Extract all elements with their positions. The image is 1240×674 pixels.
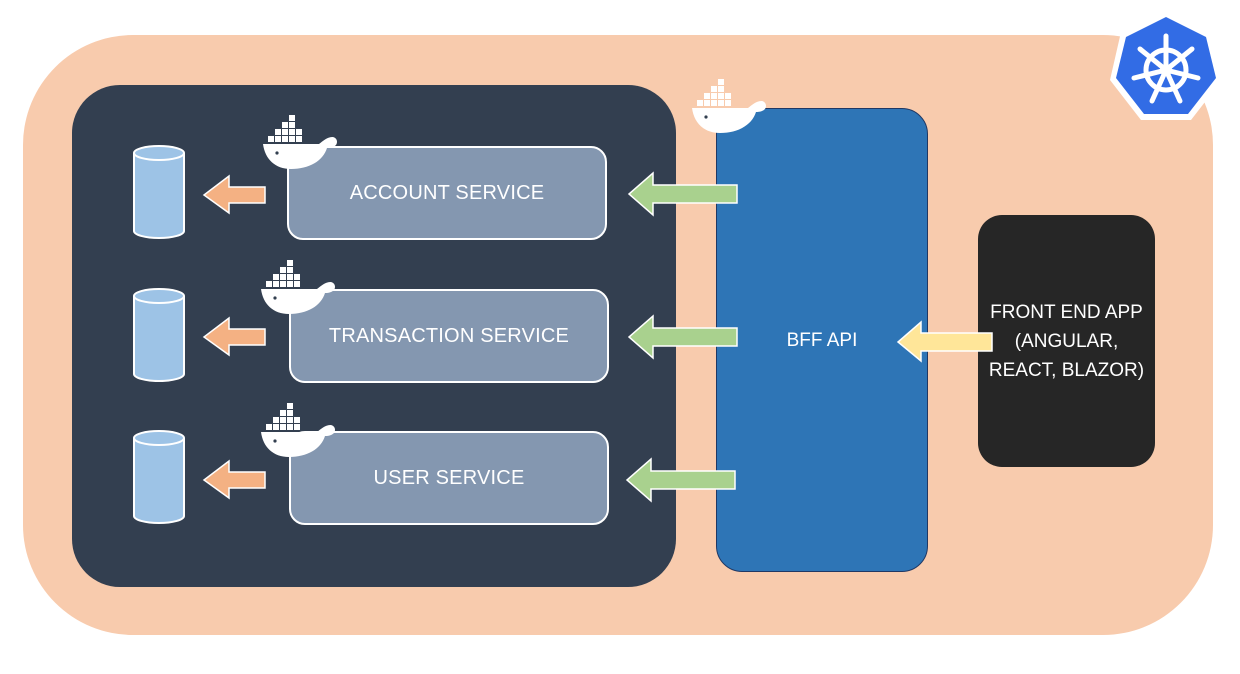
docker-whale-icon	[263, 115, 337, 169]
user-service-label: USER SERVICE	[373, 466, 525, 489]
kubernetes-helm-icon	[1110, 10, 1222, 120]
frontend-to-bff-arrow	[896, 320, 993, 363]
transaction-service-label: TRANSACTION SERVICE	[328, 324, 570, 347]
bff-to-user-arrow	[625, 457, 736, 503]
frontend-app-label: FRONT END APP (ANGULAR, REACT, BLAZOR)	[988, 301, 1145, 381]
bff-api-box	[716, 108, 928, 572]
user-database-icon	[133, 430, 185, 524]
user-service-box: USER SERVICE	[289, 431, 609, 525]
user-db-arrow	[202, 459, 266, 500]
account-service-box: ACCOUNT SERVICE	[287, 146, 607, 240]
transaction-service-box: TRANSACTION SERVICE	[289, 289, 609, 383]
bff-to-transaction-arrow	[627, 314, 738, 360]
bff-to-account-arrow	[627, 171, 738, 217]
transaction-database-icon	[133, 288, 185, 382]
transaction-db-arrow	[202, 316, 266, 357]
account-database-icon	[133, 145, 185, 239]
docker-whale-icon	[261, 260, 335, 314]
bff-api-label: BFF API	[786, 330, 858, 351]
docker-whale-icon	[261, 403, 335, 457]
docker-whale-icon	[692, 79, 766, 133]
frontend-app-box: FRONT END APP (ANGULAR, REACT, BLAZOR)	[978, 215, 1155, 467]
account-db-arrow	[202, 174, 266, 215]
account-service-label: ACCOUNT SERVICE	[349, 181, 545, 204]
